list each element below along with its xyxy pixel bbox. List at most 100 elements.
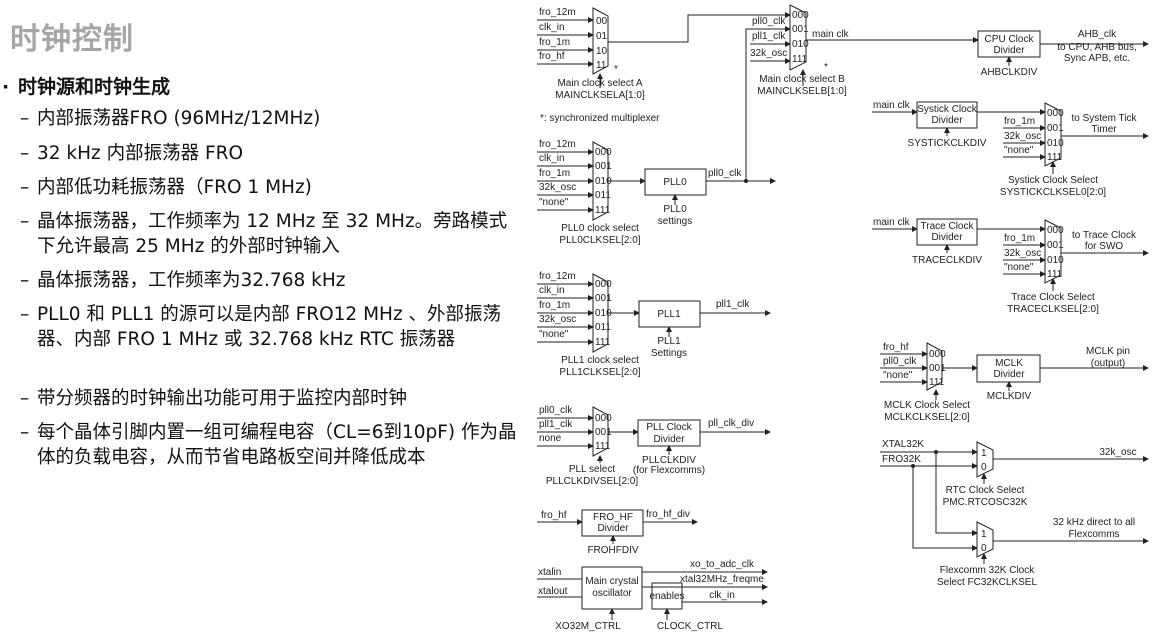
diagram-label: Sync APB, etc.	[1064, 53, 1130, 64]
diagram-label: 001	[929, 363, 946, 374]
diagram-label: Trace Clock	[921, 221, 975, 232]
diagram-label: MCLKDIV	[987, 391, 1032, 402]
diagram-label: 000	[595, 147, 612, 158]
diagram-label: PLL0	[663, 204, 687, 215]
diagram-label: 111	[1047, 152, 1063, 163]
diagram-label: 01	[596, 31, 608, 42]
list-item-text: 每个晶体引脚内置一组可编程电容（CL=6到10pF) 作为晶体的负载电容，从而节…	[37, 422, 517, 468]
list-item-text: 带分频器的时钟输出功能可用于监控内部时钟	[37, 388, 408, 409]
diagram-label: FROHFDIV	[587, 545, 638, 556]
diagram-label: 011	[595, 190, 611, 201]
diagram-label: 11	[596, 60, 607, 71]
diagram-label: fro_hf_div	[646, 509, 690, 520]
diagram-label: MCLK pin	[1086, 346, 1130, 357]
diagram-label: 000	[595, 413, 612, 424]
diagram-label: "none"	[539, 197, 569, 208]
diagram-label: pll0_clk	[708, 168, 742, 179]
diagram-label: 32k_osc	[750, 48, 787, 59]
diagram-label: 111	[595, 205, 611, 216]
diagram-label: Systick Clock Select	[1008, 175, 1098, 186]
list-item: –内部低功耗振荡器（FRO 1 MHz)	[20, 175, 520, 200]
diagram-label: CPU Clock	[985, 34, 1035, 45]
diagram-label: 1	[981, 448, 987, 459]
diagram-label: 000	[1047, 225, 1064, 236]
diagram-label: MCLK Clock Select	[884, 400, 970, 411]
list-item-text: PLL0 和 PLL1 的源可以是内部 FRO12 MHz 、外部振荡器、内部 …	[37, 304, 502, 350]
diagram-label: 32k_osc	[539, 182, 576, 193]
bullet-heading-text: 时钟源和时钟生成	[18, 76, 171, 98]
diagram-label: PLLCLKDIVSEL[2:0]	[546, 476, 638, 487]
diagram-label: Divider	[597, 523, 629, 534]
list-item: –晶体振荡器，工作频率为32.768 kHz	[20, 268, 520, 293]
diagram-label: PLL0	[663, 177, 687, 188]
main-crystal-oscillator	[581, 566, 643, 610]
diagram-label: fro_12m	[539, 271, 576, 282]
diagram-label: xo_to_adc_clk	[690, 559, 755, 570]
diagram-label: 32k_osc	[1099, 447, 1136, 458]
diagram-label: *: synchronized multiplexer	[540, 113, 660, 124]
diagram-label: 010	[1047, 255, 1064, 266]
diagram-label: Divider	[993, 45, 1025, 56]
diagram-label: pll0_clk	[752, 16, 786, 27]
diagram-label: 000	[1047, 108, 1064, 119]
pll0-block	[644, 168, 707, 196]
diagram-label: enables	[649, 591, 684, 602]
rtc-clock-mux	[976, 441, 994, 478]
page-title: 时钟控制	[10, 22, 134, 57]
diagram-label: 001	[595, 161, 612, 172]
diagram-label: 010	[595, 176, 612, 187]
diagram-label: clk_in	[539, 153, 565, 164]
junction-dot	[744, 179, 748, 183]
diagram-label: Main clock select A	[557, 78, 642, 89]
diagram-label: PLL1	[657, 336, 681, 347]
diagram-label: SYSTICKCLKSEL0[2:0]	[1000, 187, 1106, 198]
diagram-label: Divider	[993, 369, 1025, 380]
diagram-label: FRO_HF	[593, 512, 633, 523]
diagram-label: 00	[596, 16, 608, 27]
diagram-label: "none"	[539, 329, 569, 340]
diagram-label: 010	[595, 308, 612, 319]
diagram-label: Flexcomm 32K Clock	[940, 565, 1035, 576]
diagram-label: 111	[595, 337, 611, 348]
signal-line	[912, 466, 978, 551]
diagram-label: pll1_clk	[752, 31, 786, 42]
diagram-label: Timer	[1091, 124, 1117, 135]
diagram-label: SYSTICKCLKDIV	[908, 138, 987, 149]
diagram-label: main clk	[873, 217, 911, 228]
diagram-label: pll1_clk	[539, 419, 573, 430]
diagram-label: Divider	[653, 434, 685, 445]
diagram-label: MAINCLKSELA[1:0]	[555, 90, 645, 101]
diagram-label: 32k_osc	[539, 314, 576, 325]
diagram-label: xtal32MHz_freqme	[680, 574, 764, 585]
diagram-label: 000	[792, 10, 809, 21]
diagram-label: PMC.RTCOSC32K	[943, 497, 1028, 508]
diagram-label: PLL1 clock select	[561, 355, 639, 366]
list-item: –PLL0 和 PLL1 的源可以是内部 FRO12 MHz 、外部振荡器、内部…	[20, 302, 520, 352]
list-item-text: 晶体振荡器，工作频率为32.768 kHz	[37, 270, 346, 291]
diagram-label: Systick Clock	[917, 104, 977, 115]
diagram-label: 011	[595, 322, 611, 333]
signal-line	[745, 26, 791, 181]
diagram-label: 001	[1047, 240, 1064, 251]
diagram-label: 001	[595, 427, 612, 438]
cpu-clock-divider	[977, 30, 1041, 58]
pll1-block	[638, 300, 701, 328]
trace-divider	[916, 218, 978, 246]
diagram-label: PLL1	[657, 309, 681, 320]
diagram-label: xtalout	[538, 586, 568, 597]
list-item-text: 内部低功耗振荡器（FRO 1 MHz)	[37, 177, 312, 198]
diagram-label: main clk	[873, 100, 911, 111]
diagram-label: 0	[981, 462, 987, 473]
diagram-label: pll0_clk	[539, 405, 573, 416]
diagram-label: 001	[792, 24, 809, 35]
diagram-label: 000	[595, 279, 612, 290]
diagram-label: Main crystal	[585, 576, 638, 587]
diagram-label: fro_1m	[539, 37, 570, 48]
diagram-label: 32 kHz direct to all	[1053, 517, 1135, 528]
diagram-label: PLL0CLKSEL[2:0]	[559, 235, 640, 246]
diagram-label: TRACECLKDIV	[912, 255, 982, 266]
diagram-label: 010	[792, 39, 809, 50]
diagram-label: clk_in	[709, 590, 735, 601]
diagram-label: to System Tick	[1071, 113, 1137, 124]
diagram-label: oscillator	[592, 588, 632, 599]
